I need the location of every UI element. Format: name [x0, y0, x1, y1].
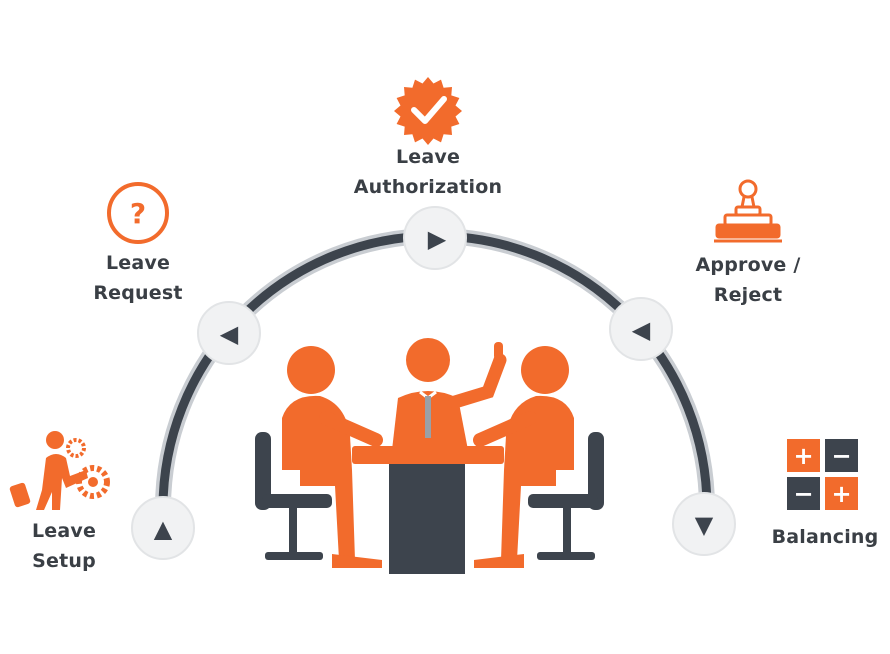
- chair-right: [528, 432, 604, 560]
- question-mark-icon: ?: [107, 182, 169, 244]
- arrow-node-5: ▼: [672, 492, 736, 556]
- step-label-line1: Leave: [31, 520, 97, 542]
- step-label-leave-request: Leave Request: [82, 248, 194, 308]
- person-left: [282, 346, 383, 568]
- arrow-down-icon: ▼: [695, 511, 714, 539]
- step-label-line2: Setup: [32, 550, 96, 572]
- balance-tile-4: [825, 477, 858, 510]
- step-label-leave-setup: Leave Setup: [14, 516, 114, 576]
- arrow-node-4: ◀: [609, 297, 673, 361]
- balance-tile-2: [825, 439, 858, 472]
- arrow-node-3: ▶: [403, 206, 467, 270]
- step-label-line2: Request: [93, 282, 183, 304]
- balance-tile-1: [787, 439, 820, 472]
- person-center: [392, 338, 507, 450]
- stamp-icon: [714, 179, 782, 243]
- person-right: [473, 346, 574, 568]
- step-label-line1: Balancing: [771, 526, 879, 548]
- meeting-illustration: [255, 338, 604, 574]
- plus-icon: +: [831, 480, 851, 508]
- minus-icon: −: [793, 480, 813, 508]
- step-label-leave-authorization: Leave Authorization: [338, 142, 518, 202]
- step-label-line1: Leave: [395, 146, 461, 168]
- question-mark-glyph: ?: [130, 197, 146, 230]
- arrow-node-2: ◀: [197, 301, 261, 365]
- arrow-up-icon: ▲: [154, 515, 173, 543]
- person-with-gears-icon: [9, 431, 110, 510]
- chair-left: [255, 432, 332, 560]
- minus-icon: −: [831, 442, 851, 470]
- plus-icon: +: [793, 442, 813, 470]
- arrow-node-1: ▲: [131, 496, 195, 560]
- step-label-approve-reject: Approve / Reject: [684, 250, 812, 310]
- step-label-balancing: Balancing: [766, 522, 884, 552]
- checkmark-badge-icon: [394, 77, 462, 145]
- step-label-line2: Authorization: [353, 176, 503, 198]
- arrow-left-icon: ◀: [632, 316, 651, 344]
- meeting-table: [352, 446, 504, 574]
- balance-tile-3: [787, 477, 820, 510]
- step-label-line1: Leave: [105, 252, 171, 274]
- plus-minus-grid-icon: + − − +: [787, 439, 858, 510]
- arrow-right-icon: ▶: [428, 225, 447, 253]
- step-label-line1: Approve /: [695, 254, 801, 276]
- arrow-left-icon: ◀: [220, 320, 239, 348]
- step-label-line2: Reject: [713, 284, 783, 306]
